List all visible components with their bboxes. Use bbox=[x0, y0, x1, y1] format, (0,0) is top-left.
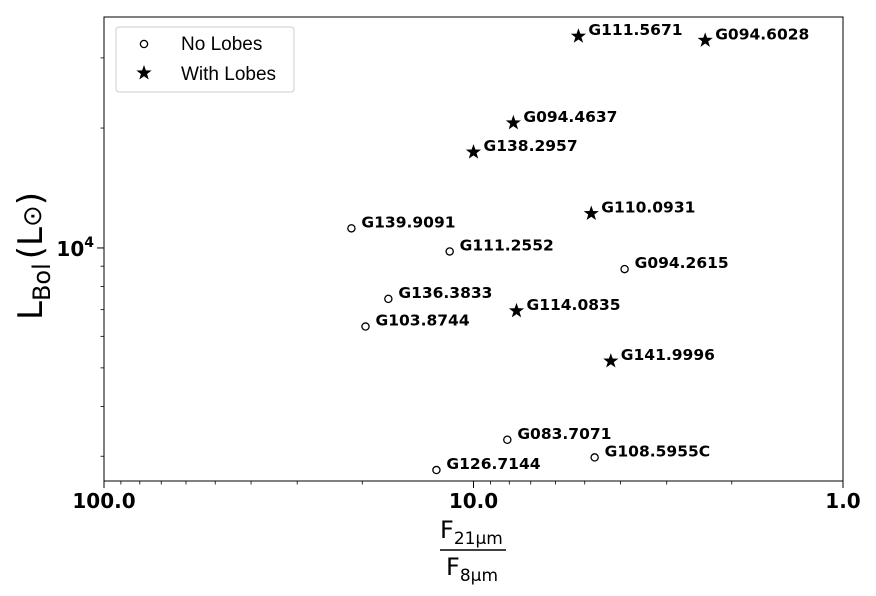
point-label: G094.4637 bbox=[523, 108, 617, 126]
legend-circle-marker bbox=[139, 39, 149, 49]
point-label: G110.0931 bbox=[601, 199, 695, 217]
point-marker-no-lobes bbox=[620, 264, 629, 274]
legend-label-with-lobes: With Lobes bbox=[181, 64, 276, 85]
x-tick-label: 100.0 bbox=[72, 489, 135, 513]
x-label-denominator: F8μm bbox=[446, 553, 498, 586]
legend-star-marker bbox=[136, 65, 152, 80]
y-tick-label: 104 bbox=[56, 235, 94, 261]
legend: No Lobes With Lobes bbox=[115, 26, 295, 93]
point-label: G083.7071 bbox=[517, 425, 611, 443]
point-marker-no-lobes bbox=[432, 465, 441, 475]
point-marker-with-lobes bbox=[465, 144, 482, 159]
x-axis-label: F21μm F8μm bbox=[440, 516, 506, 586]
point-marker-with-lobes bbox=[697, 32, 713, 47]
point-marker-with-lobes bbox=[570, 28, 587, 43]
point-marker-no-lobes bbox=[503, 435, 512, 445]
point-marker-no-lobes bbox=[347, 224, 356, 233]
plot-background bbox=[104, 17, 843, 481]
point-marker-with-lobes bbox=[505, 114, 521, 130]
point-label: G111.2552 bbox=[460, 236, 554, 254]
point-marker-no-lobes bbox=[361, 322, 370, 331]
point-label: G103.8744 bbox=[376, 312, 470, 330]
point-label: G141.9996 bbox=[621, 346, 715, 364]
x-tick-label: 10.0 bbox=[449, 489, 498, 513]
point-label: G136.3833 bbox=[398, 284, 492, 302]
point-label: G114.0835 bbox=[526, 296, 620, 314]
x-tick-label: 1.0 bbox=[825, 489, 860, 513]
data-points: G139.9091G111.2552G094.2615G136.3833G103… bbox=[347, 21, 809, 475]
plot-frame bbox=[103, 16, 844, 482]
point-label: G094.2615 bbox=[635, 254, 729, 272]
legend-label-no-lobes: No Lobes bbox=[181, 34, 262, 55]
point-marker-no-lobes bbox=[590, 453, 599, 462]
legend-box bbox=[115, 26, 295, 93]
point-label: G138.2957 bbox=[484, 137, 578, 155]
point-label: G108.5955C bbox=[605, 442, 710, 460]
point-marker-no-lobes bbox=[445, 247, 454, 256]
point-label: G111.5671 bbox=[588, 21, 682, 39]
point-marker-with-lobes bbox=[508, 302, 525, 318]
x-axis-ticks: 100.0 10.0 1.0 bbox=[72, 481, 861, 513]
point-label: G139.9091 bbox=[361, 213, 455, 231]
point-marker-no-lobes bbox=[384, 294, 393, 304]
x-label-numerator: F21μm bbox=[440, 516, 503, 549]
y-axis-label: LBol(L⊙) bbox=[11, 192, 56, 320]
point-label: G126.7144 bbox=[446, 455, 540, 473]
y-axis-ticks: 104 bbox=[56, 57, 104, 457]
point-marker-with-lobes bbox=[583, 205, 599, 221]
point-label: G094.6028 bbox=[715, 25, 809, 43]
point-marker-with-lobes bbox=[603, 353, 619, 368]
